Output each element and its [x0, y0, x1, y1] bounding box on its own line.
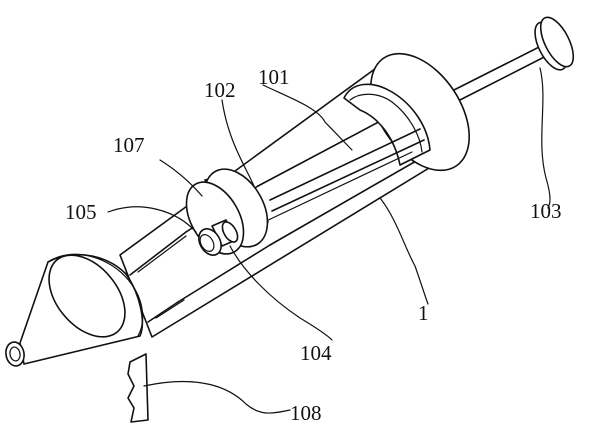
label-105: 105	[65, 200, 97, 224]
leader-lines	[107, 67, 551, 414]
label-1: 1	[418, 301, 429, 325]
label-103: 103	[530, 199, 562, 223]
adjust-knob	[198, 219, 239, 256]
label-107: 107	[113, 133, 145, 157]
label-104: 104	[300, 341, 332, 365]
inner-guide-rods	[261, 128, 425, 224]
label-101: 101	[258, 65, 290, 89]
nose-cone	[5, 253, 144, 367]
bottom-handle	[127, 353, 149, 423]
label-108: 108	[290, 401, 322, 425]
label-102: 102	[204, 78, 236, 102]
plunger-end-disc	[534, 16, 575, 71]
